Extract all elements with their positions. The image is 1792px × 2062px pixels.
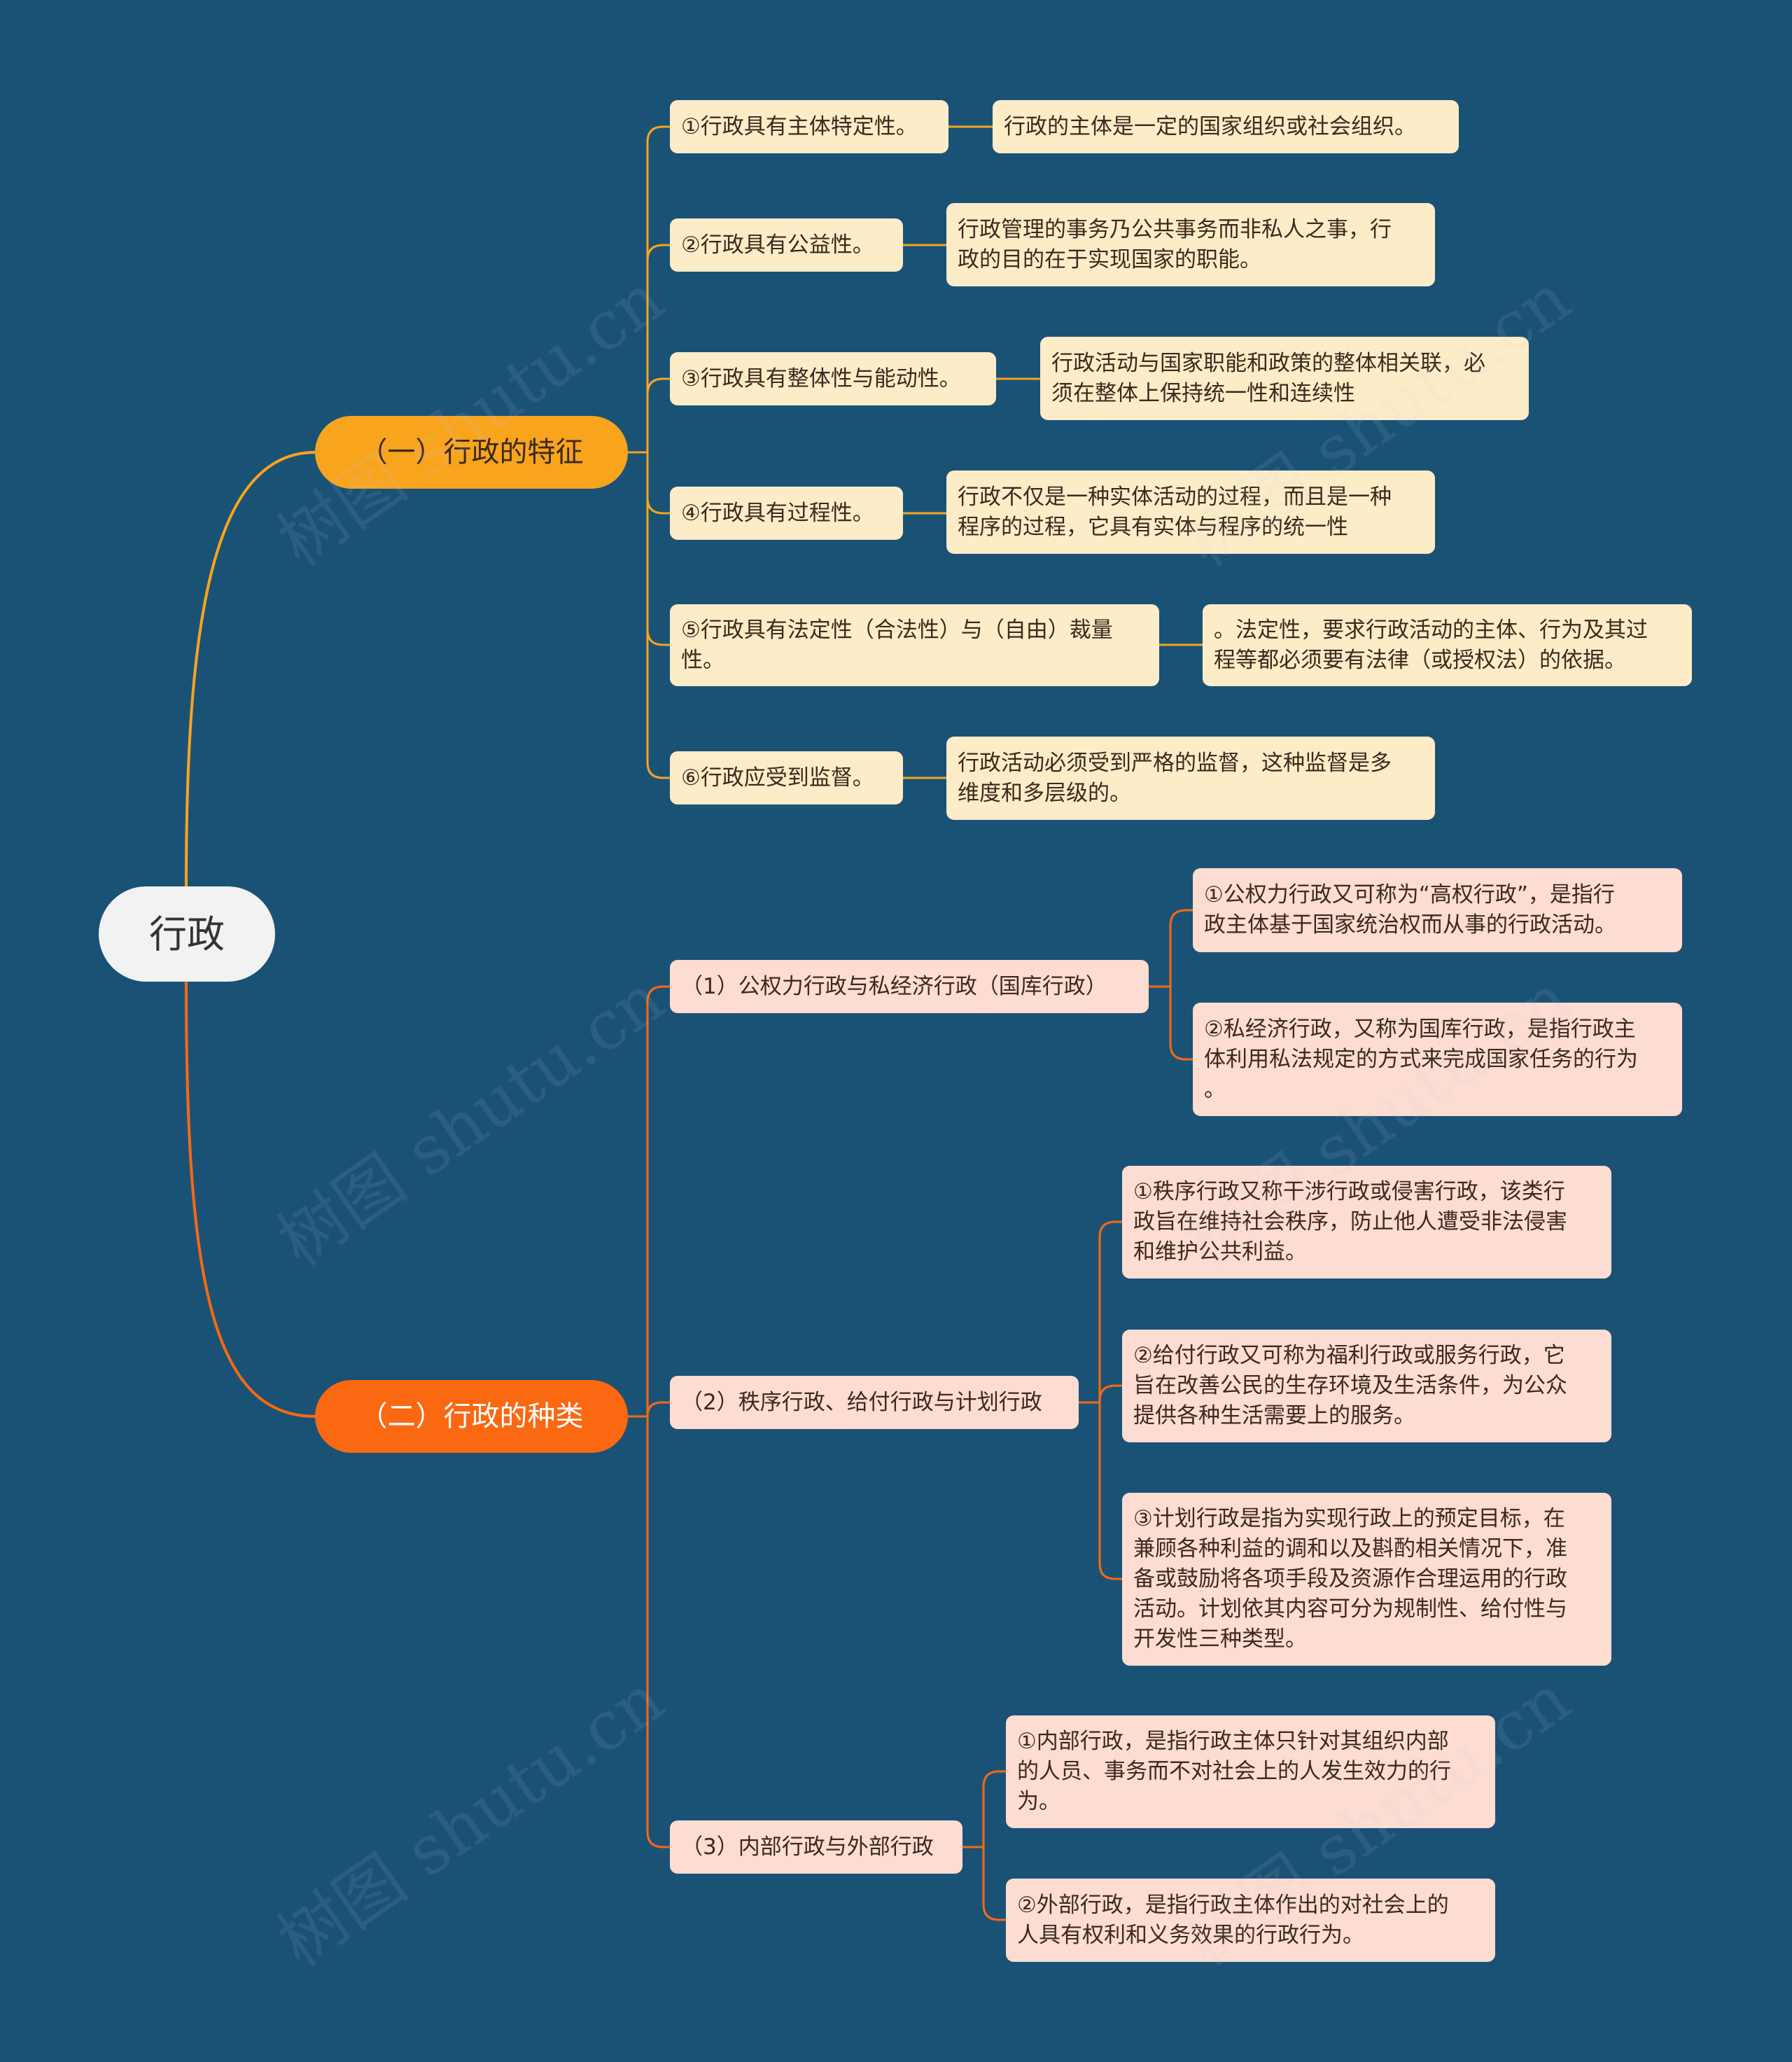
feature-detail-3[interactable]: 行政活动与国家职能和政策的整体相关联，必 须在整体上保持统一性和连续性 — [1040, 337, 1529, 420]
connector-line — [646, 1416, 670, 1848]
type-group-2[interactable]: （2）秩序行政、给付行政与计划行政 — [670, 1376, 1079, 1429]
connector-line — [1169, 909, 1193, 987]
feature-detail-2[interactable]: 行政管理的事务乃公共事务而非私人之事，行 政的目的在于实现国家的职能。 — [946, 203, 1435, 286]
type-group-3-detail-2[interactable]: ②外部行政，是指行政主体作出的对社会上的 人具有权利和义务效果的行政行为。 — [1006, 1879, 1495, 1962]
connector-line — [646, 125, 670, 452]
type-group-2-detail-1[interactable]: ①秩序行政又称干涉行政或侵害行政，该类行 政旨在维持社会秩序，防止他人遭受非法侵… — [1122, 1166, 1611, 1279]
root-node[interactable]: 行政 — [99, 886, 275, 982]
feature-item-5[interactable]: ⑤行政具有法定性（合法性）与（自由）裁量 性。 — [670, 604, 1159, 686]
feature-item-6[interactable]: ⑥行政应受到监督。 — [670, 751, 903, 804]
branch-types[interactable]: （二）行政的种类 — [315, 1380, 628, 1453]
connector-line — [982, 1770, 1006, 1847]
connector-line — [185, 451, 316, 887]
feature-item-3[interactable]: ③行政具有整体性与能动性。 — [670, 352, 996, 405]
connector-line — [1098, 1402, 1122, 1580]
connector-line — [646, 452, 670, 646]
connector-line — [646, 452, 670, 515]
connector-line — [1098, 1384, 1122, 1402]
connector-line — [1098, 1220, 1122, 1402]
connector-line — [646, 244, 670, 452]
connector-line — [646, 985, 670, 1416]
type-group-3-detail-1[interactable]: ①内部行政，是指行政主体只针对其组织内部 的人员、事务而不对社会上的人发生效力的… — [1006, 1715, 1495, 1828]
branch-features[interactable]: （一）行政的特征 — [315, 416, 628, 489]
type-group-2-detail-2[interactable]: ②给付行政又可称为福利行政或服务行政，它 旨在改善公民的生存环境及生活条件，为公… — [1122, 1330, 1611, 1442]
type-group-1[interactable]: （1）公权力行政与私经济行政（国库行政） — [670, 960, 1149, 1013]
connector-line — [1169, 987, 1193, 1061]
feature-detail-6[interactable]: 行政活动必须受到严格的监督，这种监督是多 维度和多层级的。 — [946, 737, 1435, 820]
feature-item-1[interactable]: ①行政具有主体特定性。 — [670, 100, 948, 153]
connector-line — [982, 1847, 1006, 1921]
connector-line — [646, 1401, 670, 1417]
type-group-3[interactable]: （3）内部行政与外部行政 — [670, 1820, 962, 1874]
feature-detail-1[interactable]: 行政的主体是一定的国家组织或社会组织。 — [993, 100, 1459, 153]
type-group-1-detail-1[interactable]: ①公权力行政又可称为“高权行政”，是指行 政主体基于国家统治权而从事的行政活动。 — [1193, 868, 1682, 952]
connector-line — [185, 981, 316, 1418]
connector-line — [646, 377, 670, 452]
type-group-1-detail-2[interactable]: ②私经济行政，又称为国库行政，是指行政主 体利用私法规定的方式来完成国家任务的行… — [1193, 1003, 1682, 1116]
feature-detail-5[interactable]: 。法定性，要求行政活动的主体、行为及其过 程等都必须要有法律（或授权法）的依据。 — [1203, 604, 1692, 686]
feature-item-2[interactable]: ②行政具有公益性。 — [670, 218, 903, 272]
connector-line — [646, 452, 670, 779]
type-group-2-detail-3[interactable]: ③计划行政是指为实现行政上的预定目标，在 兼顾各种利益的调和以及斟酌相关情况下，… — [1122, 1493, 1611, 1666]
feature-item-4[interactable]: ④行政具有过程性。 — [670, 487, 903, 540]
feature-detail-4[interactable]: 行政不仅是一种实体活动的过程，而且是一种 程序的过程，它具有实体与程序的统一性 — [946, 471, 1435, 554]
